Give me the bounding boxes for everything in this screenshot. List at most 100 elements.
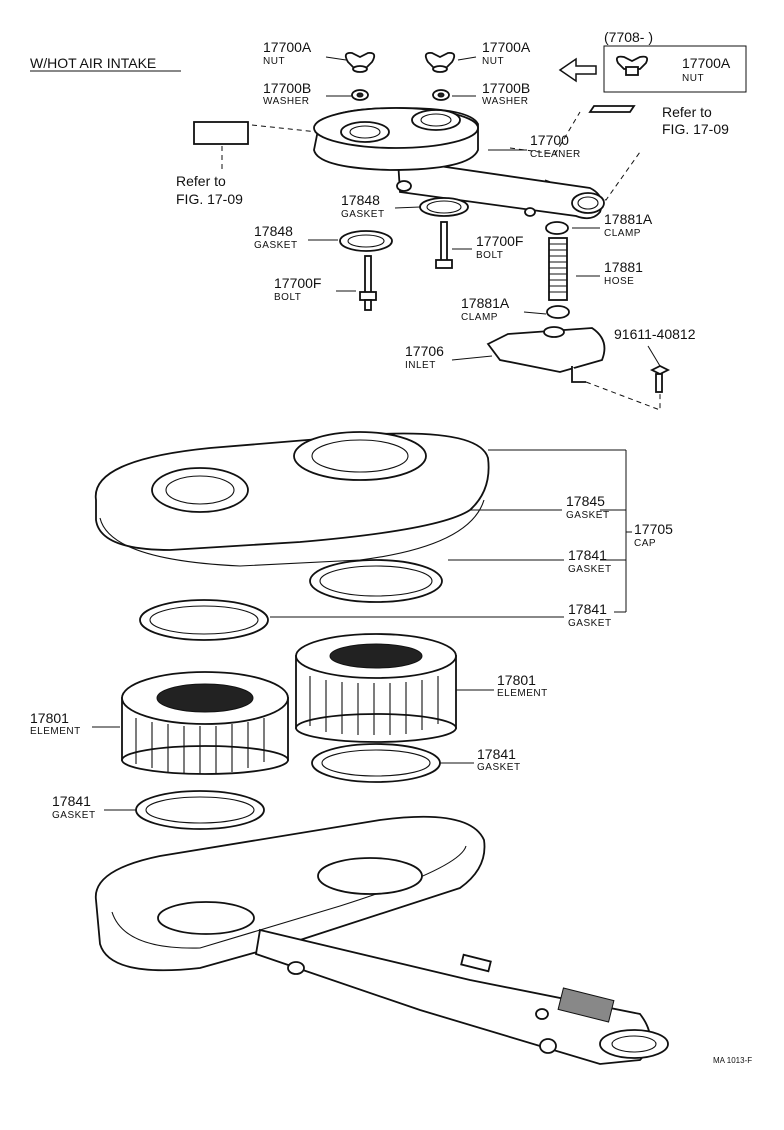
- svg-text:17881A: 17881A: [461, 295, 510, 311]
- wing-nut-right-icon: [424, 52, 456, 73]
- ref-right-line1: Refer to: [662, 104, 712, 120]
- footer-code: MA 1013-F: [713, 1056, 752, 1065]
- svg-text:WASHER: WASHER: [263, 96, 310, 107]
- gasket-17841-a-icon: [309, 559, 443, 603]
- ref-pad-left: [193, 121, 249, 145]
- svg-text:ELEMENT: ELEMENT: [30, 726, 81, 737]
- svg-text:17881: 17881: [604, 259, 643, 275]
- svg-text:CLAMP: CLAMP: [461, 312, 498, 323]
- svg-text:CLEANER: CLEANER: [530, 149, 581, 160]
- svg-text:17881A: 17881A: [604, 211, 653, 227]
- ref-left-line1: Refer to: [176, 173, 226, 189]
- svg-text:17848: 17848: [341, 192, 380, 208]
- svg-text:17845: 17845: [566, 493, 605, 509]
- svg-text:17700A: 17700A: [263, 39, 312, 55]
- hose-icon: [548, 237, 568, 301]
- ref-right-line2: FIG. 17-09: [662, 121, 729, 137]
- svg-text:GASKET: GASKET: [568, 618, 612, 629]
- bolt-17700f-a-icon: [435, 221, 453, 269]
- svg-text:17700: 17700: [530, 132, 569, 148]
- arrow-left-icon: [558, 57, 597, 83]
- cap-icon: [94, 431, 490, 567]
- leader-lines: [92, 56, 661, 811]
- svg-text:BOLT: BOLT: [274, 292, 301, 303]
- svg-text:GASKET: GASKET: [566, 510, 610, 521]
- svg-text:91611-40812: 91611-40812: [614, 326, 696, 342]
- svg-text:17841: 17841: [52, 793, 91, 809]
- svg-text:NUT: NUT: [263, 56, 285, 67]
- svg-text:GASKET: GASKET: [568, 564, 612, 575]
- washer-left-icon: [351, 89, 369, 101]
- svg-text:BOLT: BOLT: [476, 250, 503, 261]
- svg-text:17700B: 17700B: [263, 80, 311, 96]
- svg-text:WASHER: WASHER: [482, 96, 529, 107]
- clamp-lower-icon: [546, 305, 570, 319]
- svg-text:17841: 17841: [568, 547, 607, 563]
- svg-text:17700B: 17700B: [482, 80, 530, 96]
- inset-box: [603, 45, 747, 93]
- gasket-17848-b-icon: [339, 230, 393, 252]
- svg-text:17801: 17801: [497, 672, 536, 688]
- cleaner-body-icon: [95, 815, 669, 1065]
- svg-text:GASKET: GASKET: [341, 209, 385, 220]
- inset-wing-nut-icon: [615, 55, 649, 76]
- svg-text:CAP: CAP: [634, 538, 656, 549]
- inset-code: (7708- ): [604, 29, 653, 45]
- svg-text:17848: 17848: [254, 223, 293, 239]
- svg-text:17700F: 17700F: [274, 275, 321, 291]
- svg-text:17841: 17841: [477, 746, 516, 762]
- element-right-icon: [295, 633, 457, 743]
- svg-text:NUT: NUT: [482, 56, 504, 67]
- svg-text:17706: 17706: [405, 343, 444, 359]
- label-bolt-91611: 91611-40812: [614, 326, 696, 342]
- gasket-17841-b-icon: [139, 599, 269, 641]
- gasket-17841-d-icon: [135, 790, 265, 830]
- svg-text:17801: 17801: [30, 710, 69, 726]
- clamp-upper-icon: [545, 221, 569, 235]
- header-title: W/HOT AIR INTAKE: [30, 55, 156, 71]
- svg-text:HOSE: HOSE: [604, 276, 634, 287]
- ref-left-line2: FIG. 17-09: [176, 191, 243, 207]
- gasket-17841-c-icon: [311, 743, 441, 783]
- inset-part-no: 17700A: [682, 55, 731, 71]
- inset-part-name: NUT: [682, 73, 704, 84]
- svg-text:17705: 17705: [634, 521, 673, 537]
- ref-pad-right: [588, 105, 636, 113]
- wing-nut-left-icon: [344, 52, 376, 73]
- svg-text:GASKET: GASKET: [477, 762, 521, 773]
- svg-text:ELEMENT: ELEMENT: [497, 688, 548, 699]
- air-cleaner-assembly-icon: [313, 107, 605, 220]
- svg-text:GASKET: GASKET: [254, 240, 298, 251]
- element-left-icon: [121, 671, 289, 775]
- svg-text:INLET: INLET: [405, 360, 436, 371]
- svg-text:GASKET: GASKET: [52, 810, 96, 821]
- svg-text:CLAMP: CLAMP: [604, 228, 641, 239]
- bolt-17700f-b-icon: [359, 255, 377, 311]
- svg-text:17700F: 17700F: [476, 233, 523, 249]
- washer-right-icon: [432, 89, 450, 101]
- bolt-91611-icon: [649, 364, 671, 393]
- inlet-icon: [486, 326, 606, 383]
